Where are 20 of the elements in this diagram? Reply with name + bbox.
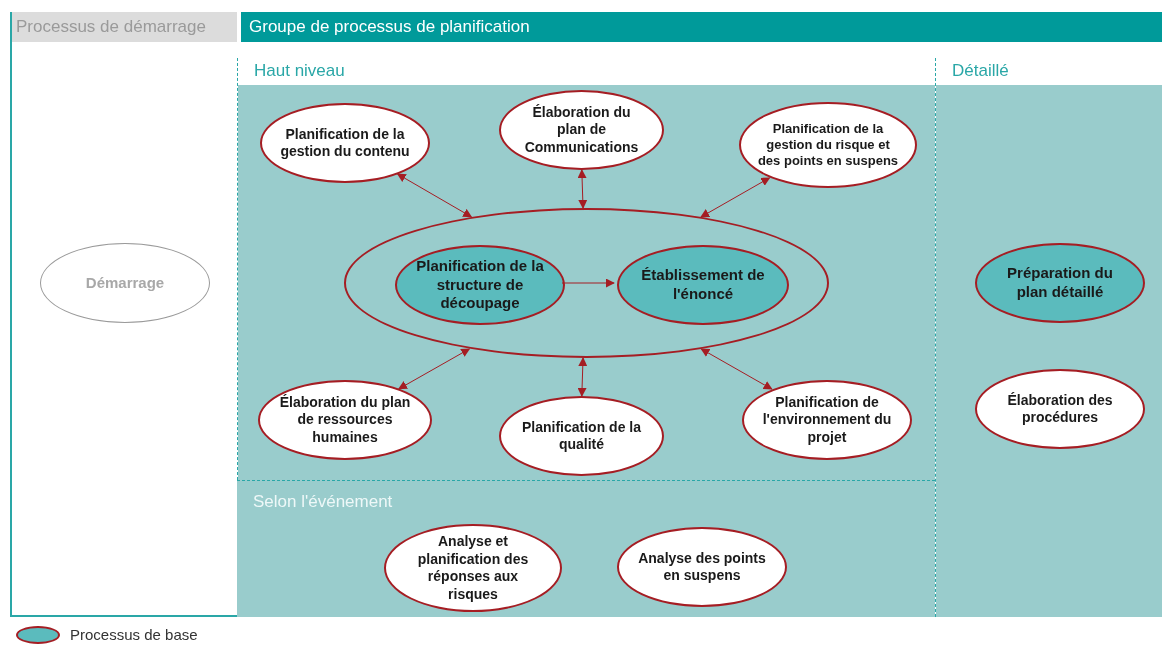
arrow xyxy=(577,357,588,397)
region-panel xyxy=(237,480,935,617)
arrow xyxy=(396,173,473,218)
process-ellipse: Analyse des points en suspens xyxy=(617,527,787,607)
column-header: Processus de démarrage xyxy=(12,12,237,42)
legend-label: Processus de base xyxy=(70,625,198,645)
process-ellipse: Analyse et planification des réponses aux risques xyxy=(384,524,562,612)
process-column xyxy=(10,12,237,617)
ellipse-outline xyxy=(344,208,829,358)
process-ellipse: Démarrage xyxy=(40,243,210,323)
region-heading: Détaillé xyxy=(952,60,1009,82)
region-heading: Haut niveau xyxy=(254,60,345,82)
arrow xyxy=(700,177,771,218)
arrow xyxy=(398,348,471,390)
region-heading: Selon l'événement xyxy=(253,491,393,513)
arrow xyxy=(561,278,615,288)
process-column xyxy=(237,12,1162,617)
arrow xyxy=(700,348,773,390)
column-header: Groupe de processus de planification xyxy=(241,12,1162,42)
arrow xyxy=(577,169,588,209)
